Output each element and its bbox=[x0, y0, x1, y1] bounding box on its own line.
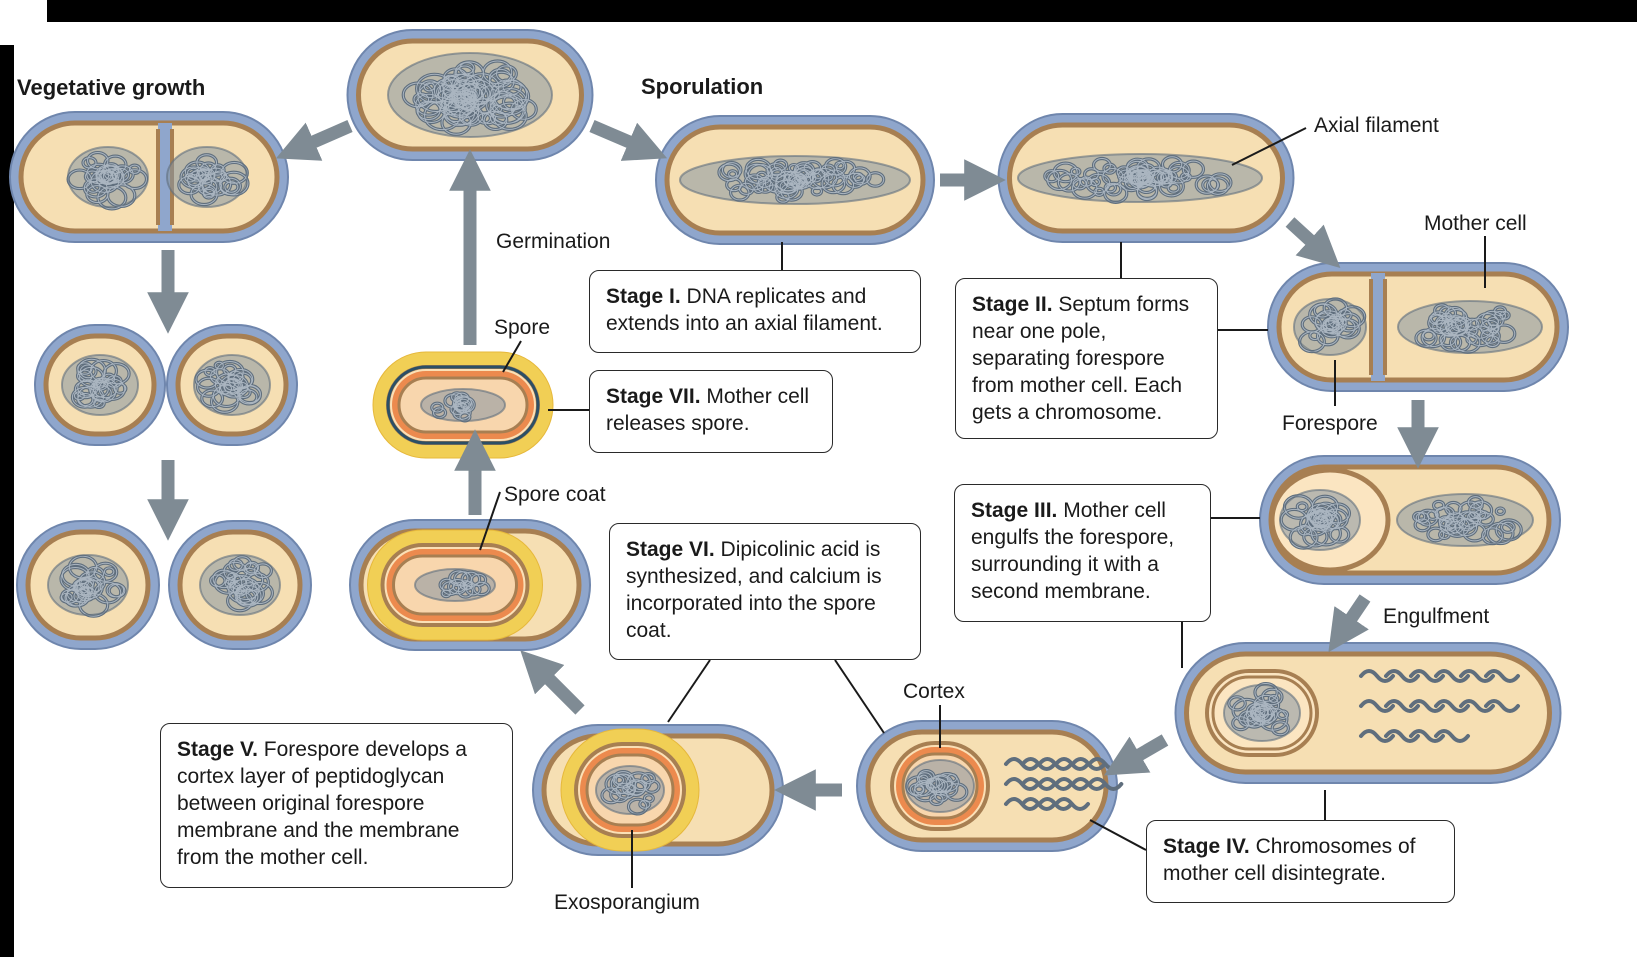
arrow-to-vegetative bbox=[275, 120, 353, 161]
chromosome bbox=[66, 146, 149, 211]
parent-cell bbox=[346, 29, 594, 161]
stage-2a-cell bbox=[997, 113, 1295, 243]
vegetative-cell-1 bbox=[9, 111, 289, 243]
chromosome bbox=[387, 52, 553, 138]
sporulation-heading: Sporulation bbox=[641, 74, 764, 99]
chromosome bbox=[199, 554, 281, 616]
stage-7-cell bbox=[349, 519, 591, 651]
chromosome bbox=[1223, 682, 1301, 742]
stage-6-title: Stage VI. bbox=[626, 538, 715, 561]
stage-1-cell bbox=[655, 115, 935, 245]
forespore-label: Forespore bbox=[1282, 412, 1378, 435]
arrow-engulfment bbox=[1328, 594, 1371, 653]
germination-label: Germination bbox=[496, 230, 611, 253]
stage-3-cell bbox=[1259, 455, 1561, 585]
axial-filament-label: Axial filament bbox=[1314, 114, 1439, 137]
arrow-stage-4-5 bbox=[1104, 734, 1169, 776]
stage-3-title: Stage III. bbox=[971, 499, 1058, 522]
stage-2-box: Stage II. Septum forms near one pole, se… bbox=[955, 278, 1218, 439]
stage-4-cell bbox=[1174, 642, 1562, 784]
stage-3-text: Mother cell engulfs the forespore, surro… bbox=[971, 499, 1175, 603]
vegetative-cell-2 bbox=[34, 324, 166, 446]
arrow-stage-6-7 bbox=[520, 650, 585, 715]
stage-2b-cell bbox=[1267, 262, 1569, 392]
chromosome bbox=[1396, 493, 1534, 547]
arrow-to-stage-1 bbox=[589, 120, 668, 161]
chromosome bbox=[1397, 300, 1543, 354]
fragmented-chromosomes bbox=[1359, 669, 1520, 743]
chromosome bbox=[595, 765, 665, 816]
leader-stage-4-cell bbox=[1089, 819, 1147, 851]
leader-spore-coat bbox=[479, 491, 501, 551]
chromosome bbox=[414, 568, 496, 602]
engulfment-label: Engulfment bbox=[1383, 605, 1490, 628]
stage-3-box: Stage III. Mother cell engulfs the fores… bbox=[954, 484, 1211, 622]
vegetative-growth-heading: Vegetative growth bbox=[17, 75, 206, 100]
released-spore bbox=[372, 351, 554, 459]
cortex-label: Cortex bbox=[903, 680, 965, 703]
stage-4-title: Stage IV. bbox=[1163, 835, 1250, 858]
chromosome bbox=[1279, 489, 1361, 551]
spore-coat-label: Spore coat bbox=[504, 483, 606, 506]
stage-5-box: Stage V. Forespore develops a cortex lay… bbox=[160, 723, 513, 888]
chromosome bbox=[193, 354, 271, 416]
chromosome bbox=[47, 554, 129, 618]
stage-7-text: Mother cell releases spore. bbox=[606, 385, 810, 435]
left-black-bar bbox=[0, 45, 14, 957]
chromosome bbox=[679, 155, 911, 205]
stage-4-text: Chromosomes of mother cell disintegrate. bbox=[1163, 835, 1416, 885]
leader-stage-6-left bbox=[667, 659, 711, 723]
vegetative-cell-4 bbox=[16, 520, 160, 650]
stage-1-text: DNA replicates and extends into an axial… bbox=[606, 285, 883, 335]
stage-4-box: Stage IV. Chromosomes of mother cell dis… bbox=[1146, 820, 1455, 903]
arrow-stage-2-septum bbox=[1285, 217, 1341, 269]
vegetative-cell-3 bbox=[166, 324, 298, 446]
chromosome bbox=[166, 146, 250, 208]
top-black-bar bbox=[47, 0, 1637, 22]
mother-cell-label: Mother cell bbox=[1424, 212, 1527, 235]
chromosome bbox=[61, 354, 139, 416]
stage-7-box: Stage VII. Mother cell releases spore. bbox=[589, 370, 833, 453]
chromosome bbox=[1293, 297, 1367, 356]
spore-label: Spore bbox=[494, 316, 551, 339]
stage-7-title: Stage VII. bbox=[606, 385, 701, 408]
stage-2-text: Septum forms near one pole, separating f… bbox=[972, 293, 1190, 424]
stage-5-title: Stage V. bbox=[177, 738, 258, 761]
stage-5-text: Forespore develops a cortex layer of pep… bbox=[177, 738, 467, 869]
stage-1-box: Stage I. DNA replicates and extends into… bbox=[589, 270, 921, 353]
stage-2-title: Stage II. bbox=[972, 293, 1053, 316]
stage-5-cell bbox=[856, 720, 1124, 852]
chromosome bbox=[420, 388, 506, 423]
stage-1-title: Stage I. bbox=[606, 285, 681, 308]
leader-spore bbox=[502, 340, 522, 373]
leader-stage-6-right bbox=[834, 659, 885, 734]
chromosome bbox=[905, 759, 975, 813]
chromosome bbox=[1017, 153, 1263, 204]
leader-axial-filament bbox=[1231, 127, 1307, 166]
stage-6-box: Stage VI. Dipicolinic acid is synthesize… bbox=[609, 523, 921, 660]
stage-6-cell bbox=[532, 724, 784, 856]
vegetative-cell-5 bbox=[168, 520, 312, 650]
exosporangium-label: Exosporangium bbox=[554, 891, 700, 914]
stage-6-text: Dipicolinic acid is synthesized, and cal… bbox=[626, 538, 882, 642]
